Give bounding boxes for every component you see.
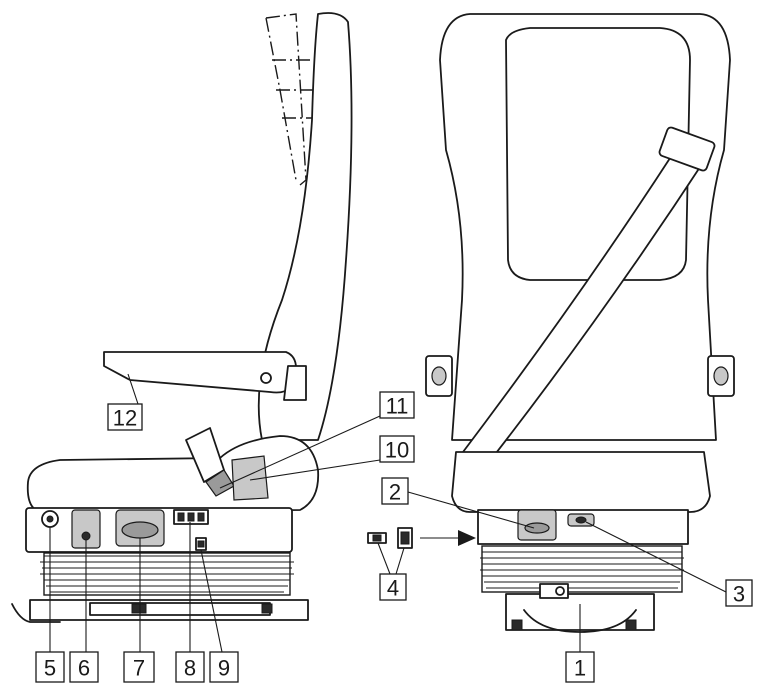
callout-12: 12 bbox=[107, 403, 143, 431]
callout-12-label: 12 bbox=[113, 406, 137, 431]
callout-11: 11 bbox=[379, 391, 415, 419]
leader-3 bbox=[585, 521, 727, 593]
callout-5-label: 5 bbox=[44, 656, 56, 681]
callout-9-label: 9 bbox=[218, 656, 230, 681]
callout-3: 3 bbox=[725, 579, 753, 607]
callout-9: 9 bbox=[209, 651, 239, 683]
bellows-side bbox=[40, 552, 294, 596]
seat-front-view bbox=[367, 13, 735, 633]
callout-3-label: 3 bbox=[733, 582, 745, 607]
callout-2: 2 bbox=[381, 477, 409, 505]
callout-8-label: 8 bbox=[184, 656, 196, 681]
backrest-reclined-outline bbox=[265, 13, 307, 186]
callout-7-label: 7 bbox=[133, 656, 145, 681]
control-10-knob bbox=[231, 455, 269, 501]
callout-2-label: 2 bbox=[389, 480, 401, 505]
callout-5: 5 bbox=[35, 651, 65, 683]
leader-4b bbox=[395, 547, 405, 575]
callout-4-label: 4 bbox=[387, 576, 399, 601]
callout-11-label: 11 bbox=[386, 394, 409, 419]
leader-10 bbox=[249, 459, 381, 481]
callout-10: 10 bbox=[379, 435, 415, 463]
seat-side-view bbox=[11, 12, 353, 623]
leader-lines bbox=[49, 373, 727, 653]
armrest-bracket bbox=[283, 365, 307, 401]
belt-anchor bbox=[658, 126, 716, 172]
slide-lever bbox=[11, 603, 61, 623]
callout-7: 7 bbox=[123, 651, 155, 683]
leader-11 bbox=[219, 415, 381, 489]
callout-1: 1 bbox=[565, 651, 595, 683]
seat-cushion-front bbox=[451, 451, 711, 513]
callout-8: 8 bbox=[175, 651, 205, 683]
leader-12 bbox=[127, 373, 139, 405]
callout-4: 4 bbox=[379, 573, 407, 601]
callout-6: 6 bbox=[69, 651, 99, 683]
leader-9 bbox=[200, 549, 223, 653]
detail-arrow-head bbox=[458, 530, 476, 546]
leader-4a bbox=[377, 542, 391, 575]
callout-10-label: 10 bbox=[385, 438, 409, 463]
callout-1-label: 1 bbox=[574, 656, 586, 681]
leader-2 bbox=[407, 491, 535, 529]
bellows-front bbox=[480, 545, 684, 593]
callout-6-label: 6 bbox=[78, 656, 90, 681]
seat-cushion-side bbox=[26, 435, 320, 513]
